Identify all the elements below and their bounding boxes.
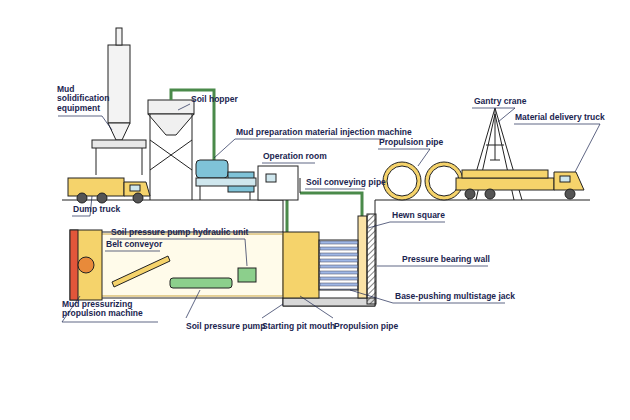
part-label: Mud preparation material injection machi… — [236, 128, 412, 137]
part-label: Operation room — [263, 152, 327, 161]
part-label: Soil pressure pump — [186, 322, 265, 331]
part-label: Material delivery truck — [515, 113, 605, 122]
part-label: Propulsion pipe — [334, 322, 398, 331]
part-label: Dump truck — [73, 205, 120, 214]
part-label: Hewn square — [392, 211, 445, 220]
part-label: Mud pressurizing propulsion machine — [62, 300, 162, 319]
part-label: Belt conveyor — [106, 240, 162, 249]
part-label: Mud solidification equipment — [57, 85, 115, 113]
part-label: Gantry crane — [474, 97, 526, 106]
part-label: Soil pressure pump hydraulic unit — [111, 228, 248, 237]
part-label: Soil conveying pipe — [306, 178, 386, 187]
part-label: Pressure bearing wall — [402, 255, 490, 264]
part-label: Propulsion pipe — [379, 138, 443, 147]
part-label: Soil hopper — [191, 95, 238, 104]
part-label: Starting pit mouth — [262, 322, 335, 331]
part-label: Base-pushing multistage jack — [395, 292, 515, 301]
